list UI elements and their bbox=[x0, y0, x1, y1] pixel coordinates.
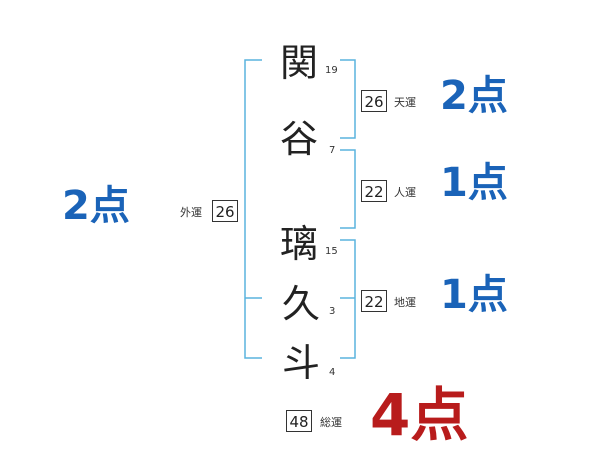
soukaku-value-box: 48 bbox=[286, 410, 312, 432]
soukaku-score: 4点 bbox=[370, 381, 469, 449]
jinkaku-label: 人運 bbox=[394, 186, 416, 199]
gaikaku-bracket bbox=[244, 59, 262, 359]
jinkaku-value-box: 22 bbox=[361, 180, 387, 202]
gaikaku-score: 2点 bbox=[62, 183, 130, 229]
chikaku-bracket bbox=[340, 239, 356, 359]
jinkaku-bracket bbox=[340, 149, 356, 229]
stroke-count-5: 4 bbox=[329, 367, 336, 378]
chikaku-score: 1点 bbox=[440, 272, 508, 318]
chikaku-value-box: 22 bbox=[361, 290, 387, 312]
stroke-count-4: 3 bbox=[329, 306, 336, 317]
tenkaku-bracket bbox=[340, 59, 356, 139]
tenkaku-score: 2点 bbox=[440, 73, 508, 119]
gaikaku-label: 外運 bbox=[180, 206, 202, 219]
name-char-5: 斗 bbox=[282, 341, 321, 385]
soukaku-label: 総運 bbox=[320, 416, 342, 429]
tenkaku-label: 天運 bbox=[394, 96, 416, 109]
stroke-count-3: 15 bbox=[325, 246, 338, 257]
tenkaku-value-box: 26 bbox=[361, 90, 387, 112]
jinkaku-score: 1点 bbox=[440, 160, 508, 206]
chikaku-label: 地運 bbox=[394, 296, 416, 309]
stroke-count-1: 19 bbox=[325, 65, 338, 76]
name-char-1: 関 bbox=[280, 41, 319, 85]
stroke-count-2: 7 bbox=[329, 145, 336, 156]
name-char-4: 久 bbox=[282, 282, 321, 326]
gaikaku-value-box: 26 bbox=[212, 200, 238, 222]
name-char-3: 璃 bbox=[280, 222, 319, 266]
name-char-2: 谷 bbox=[280, 117, 319, 161]
